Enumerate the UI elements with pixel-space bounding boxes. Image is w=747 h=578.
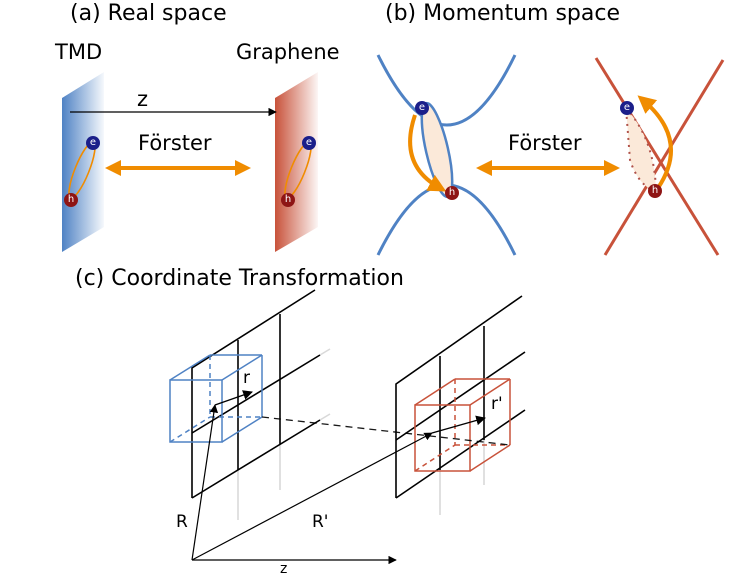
- r-prime-vector: [431, 415, 486, 434]
- r-label: r: [243, 368, 250, 388]
- tmd-unit-cell: [169, 354, 263, 443]
- tmd-label: TMD: [55, 40, 103, 64]
- panel-b-title: (b) Momentum space: [385, 1, 621, 26]
- interlayer-dashed-link: [261, 416, 511, 446]
- R-vector: [191, 404, 219, 561]
- R-label: R: [176, 512, 188, 532]
- tmd-conduction-band: [376, 54, 517, 127]
- tmd-transition-arrow: [408, 114, 447, 192]
- distance-label: z: [137, 87, 149, 111]
- panel-a-title: (a) Real space: [70, 1, 227, 26]
- graphene-label: Graphene: [236, 40, 340, 64]
- graphene-electron: e: [302, 136, 316, 150]
- graphene-layer: [275, 72, 318, 252]
- tmd-layer: [62, 72, 104, 252]
- graphene-lattice: [395, 295, 526, 499]
- graphene-transition-arrow: [637, 95, 673, 190]
- panel-c-title: (c) Coordinate Transformation: [75, 266, 404, 291]
- tmd-hole: h: [64, 193, 78, 207]
- tmd-band-hole: h: [445, 186, 459, 200]
- r-prime-label: r': [491, 394, 503, 414]
- R-prime-vector: [191, 432, 433, 561]
- tmd-lattice-faded: [237, 348, 331, 520]
- r-vector: [214, 390, 253, 406]
- forster-label-a: Förster: [138, 131, 212, 155]
- forster-label-b: Förster: [508, 131, 582, 155]
- tmd-electron: e: [86, 136, 100, 150]
- graphene-unit-cell: [414, 378, 511, 472]
- R-prime-label: R': [312, 512, 329, 532]
- tmd-lattice: [191, 289, 321, 499]
- graphene-hole: h: [281, 193, 295, 207]
- graphene-band-2: [603, 59, 725, 256]
- tmd-band-electron: e: [415, 101, 429, 115]
- z-axis-label: z: [280, 561, 288, 577]
- graphene-band-electron: e: [620, 101, 634, 115]
- graphene-band-1: [594, 57, 720, 256]
- graphene-band-hole: h: [648, 184, 662, 198]
